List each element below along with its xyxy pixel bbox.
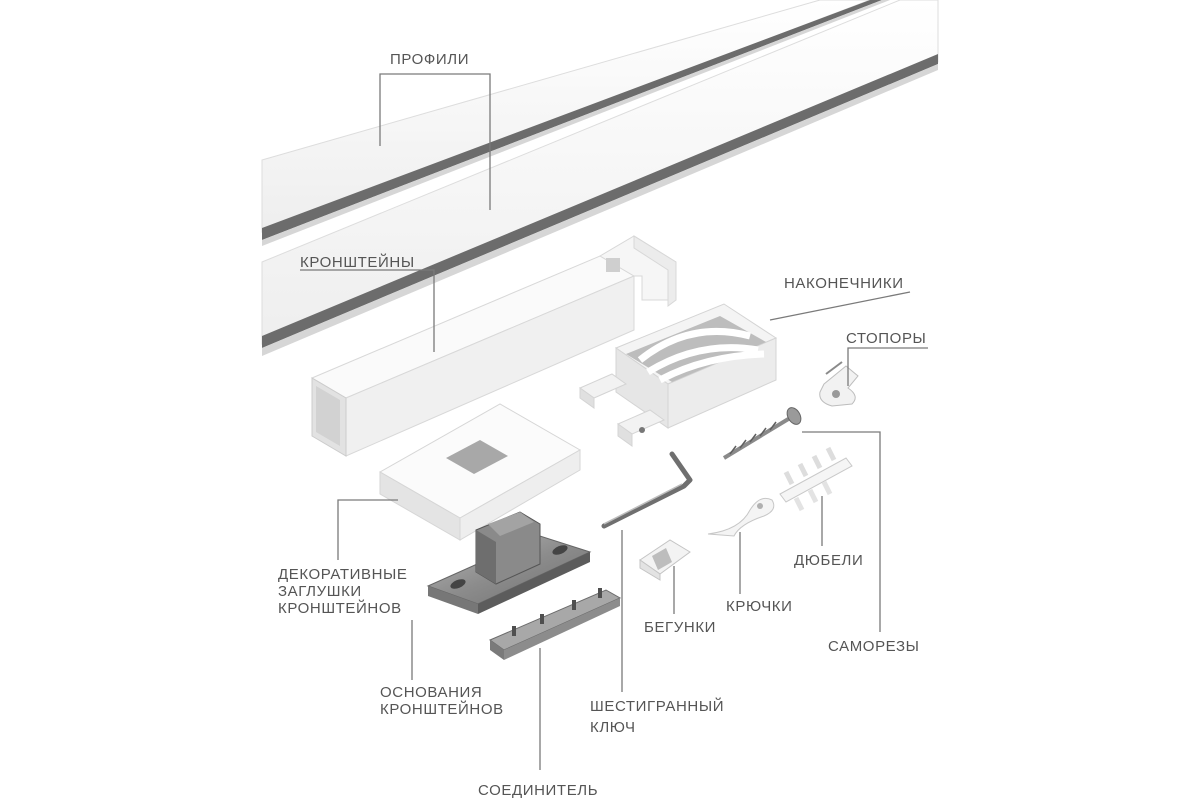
- label-connector: СОЕДИНИТЕЛЬ: [478, 782, 599, 799]
- label-stoppers: СТОПОРЫ: [846, 330, 927, 347]
- profile-rail-2: [261, 0, 939, 356]
- leader-lines: [300, 73, 928, 770]
- stopper-part: [819, 361, 859, 407]
- finial-part: [578, 303, 778, 447]
- label-profiles: ПРОФИЛИ: [390, 51, 470, 68]
- connector-part: [488, 588, 622, 660]
- hook-part: [707, 497, 775, 537]
- bracket-part: [310, 235, 677, 457]
- bracket-base-part: [426, 511, 592, 614]
- label-dowels: ДЮБЕЛИ: [794, 552, 864, 569]
- label-screws: САМОРЕЗЫ: [828, 638, 920, 655]
- screw-part: [722, 407, 802, 460]
- label-runners: БЕГУНКИ: [644, 619, 717, 636]
- dowel-part: [779, 446, 853, 512]
- label-hooks: КРЮЧКИ: [726, 598, 793, 615]
- label-brackets: КРОНШТЕЙНЫ: [300, 254, 415, 271]
- label-hex-key: ШЕСТИГРАННЫЙ КЛЮЧ: [590, 698, 725, 736]
- label-bases: ОСНОВАНИЯ КРОНШТЕЙНОВ: [380, 684, 504, 718]
- profile-rail-1: [261, 0, 890, 246]
- decor-cap-part: [378, 403, 582, 541]
- hex-key-part: [601, 451, 693, 529]
- label-finials: НАКОНЕЧНИКИ: [784, 275, 904, 292]
- label-decor-caps: ДЕКОРАТИВНЫЕ ЗАГЛУШКИ КРОНШТЕЙНОВ: [278, 566, 408, 617]
- runner-part: [639, 539, 691, 581]
